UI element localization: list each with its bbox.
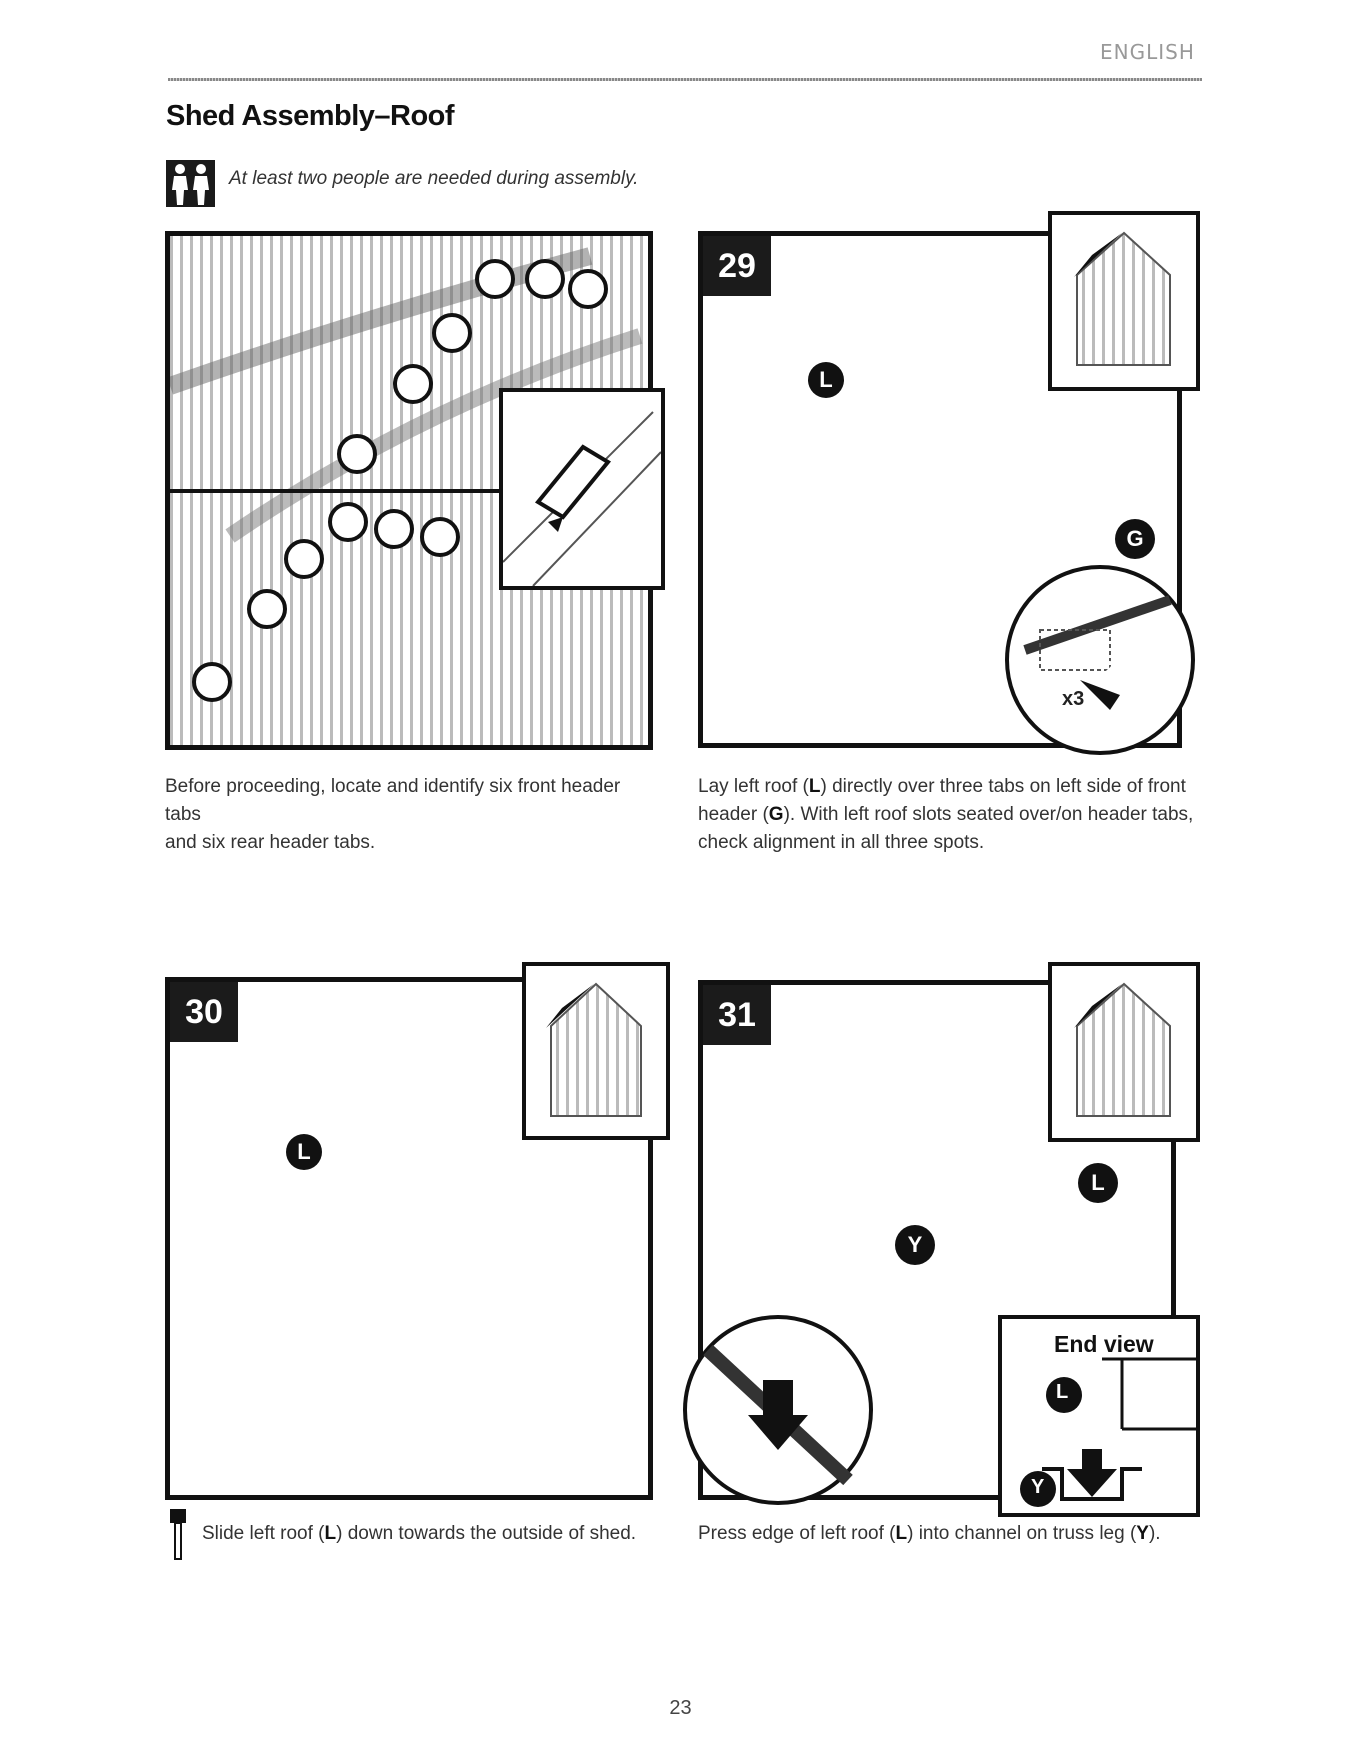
end-view-label-L: L — [1056, 1381, 1069, 1403]
two-people-icon — [166, 160, 215, 207]
inset-shed-overview-31 — [1048, 962, 1200, 1142]
channel-detail-magnifier — [683, 1315, 873, 1505]
caption-step-29: Lay left roof (L) directly over three ta… — [698, 776, 1194, 853]
step-number: 31 — [703, 985, 771, 1045]
label-L-29: L — [808, 362, 844, 398]
inset-shed-overview — [1048, 211, 1200, 391]
assembly-note: At least two people are needed during as… — [229, 168, 639, 189]
arrow-number-2: 2 — [1104, 658, 1116, 680]
inset-tab-detail — [499, 388, 665, 590]
language-label: ENGLISH — [1100, 40, 1195, 64]
page-number: 23 — [669, 1697, 692, 1719]
step-number: 29 — [703, 236, 771, 296]
header-rule — [168, 78, 1202, 81]
end-view-label-Y: Y — [1031, 1476, 1045, 1498]
mallet-icon — [168, 1509, 188, 1561]
label-G: G — [1115, 519, 1155, 559]
inset-shed-overview-30 — [522, 962, 670, 1140]
header-tabs-illustration — [170, 236, 648, 745]
caption-header-tabs: Before proceeding, locate and identify s… — [165, 776, 621, 853]
caption-step-31: Press edge of left roof (L) into channel… — [698, 1523, 1161, 1544]
inset-end-view: End view L Y — [998, 1315, 1200, 1517]
step-number: 30 — [170, 982, 238, 1042]
label-L-31: L — [1078, 1163, 1118, 1203]
detail-magnifier — [1005, 565, 1195, 755]
label-Y: Y — [895, 1225, 935, 1265]
label-L-30: L — [286, 1134, 322, 1170]
end-view-title: End view — [1054, 1331, 1154, 1357]
count-label: x3 — [1062, 688, 1085, 710]
caption-step-30: Slide left roof (L) down towards the out… — [202, 1523, 637, 1544]
page-title: Shed Assembly–Roof — [166, 100, 455, 132]
